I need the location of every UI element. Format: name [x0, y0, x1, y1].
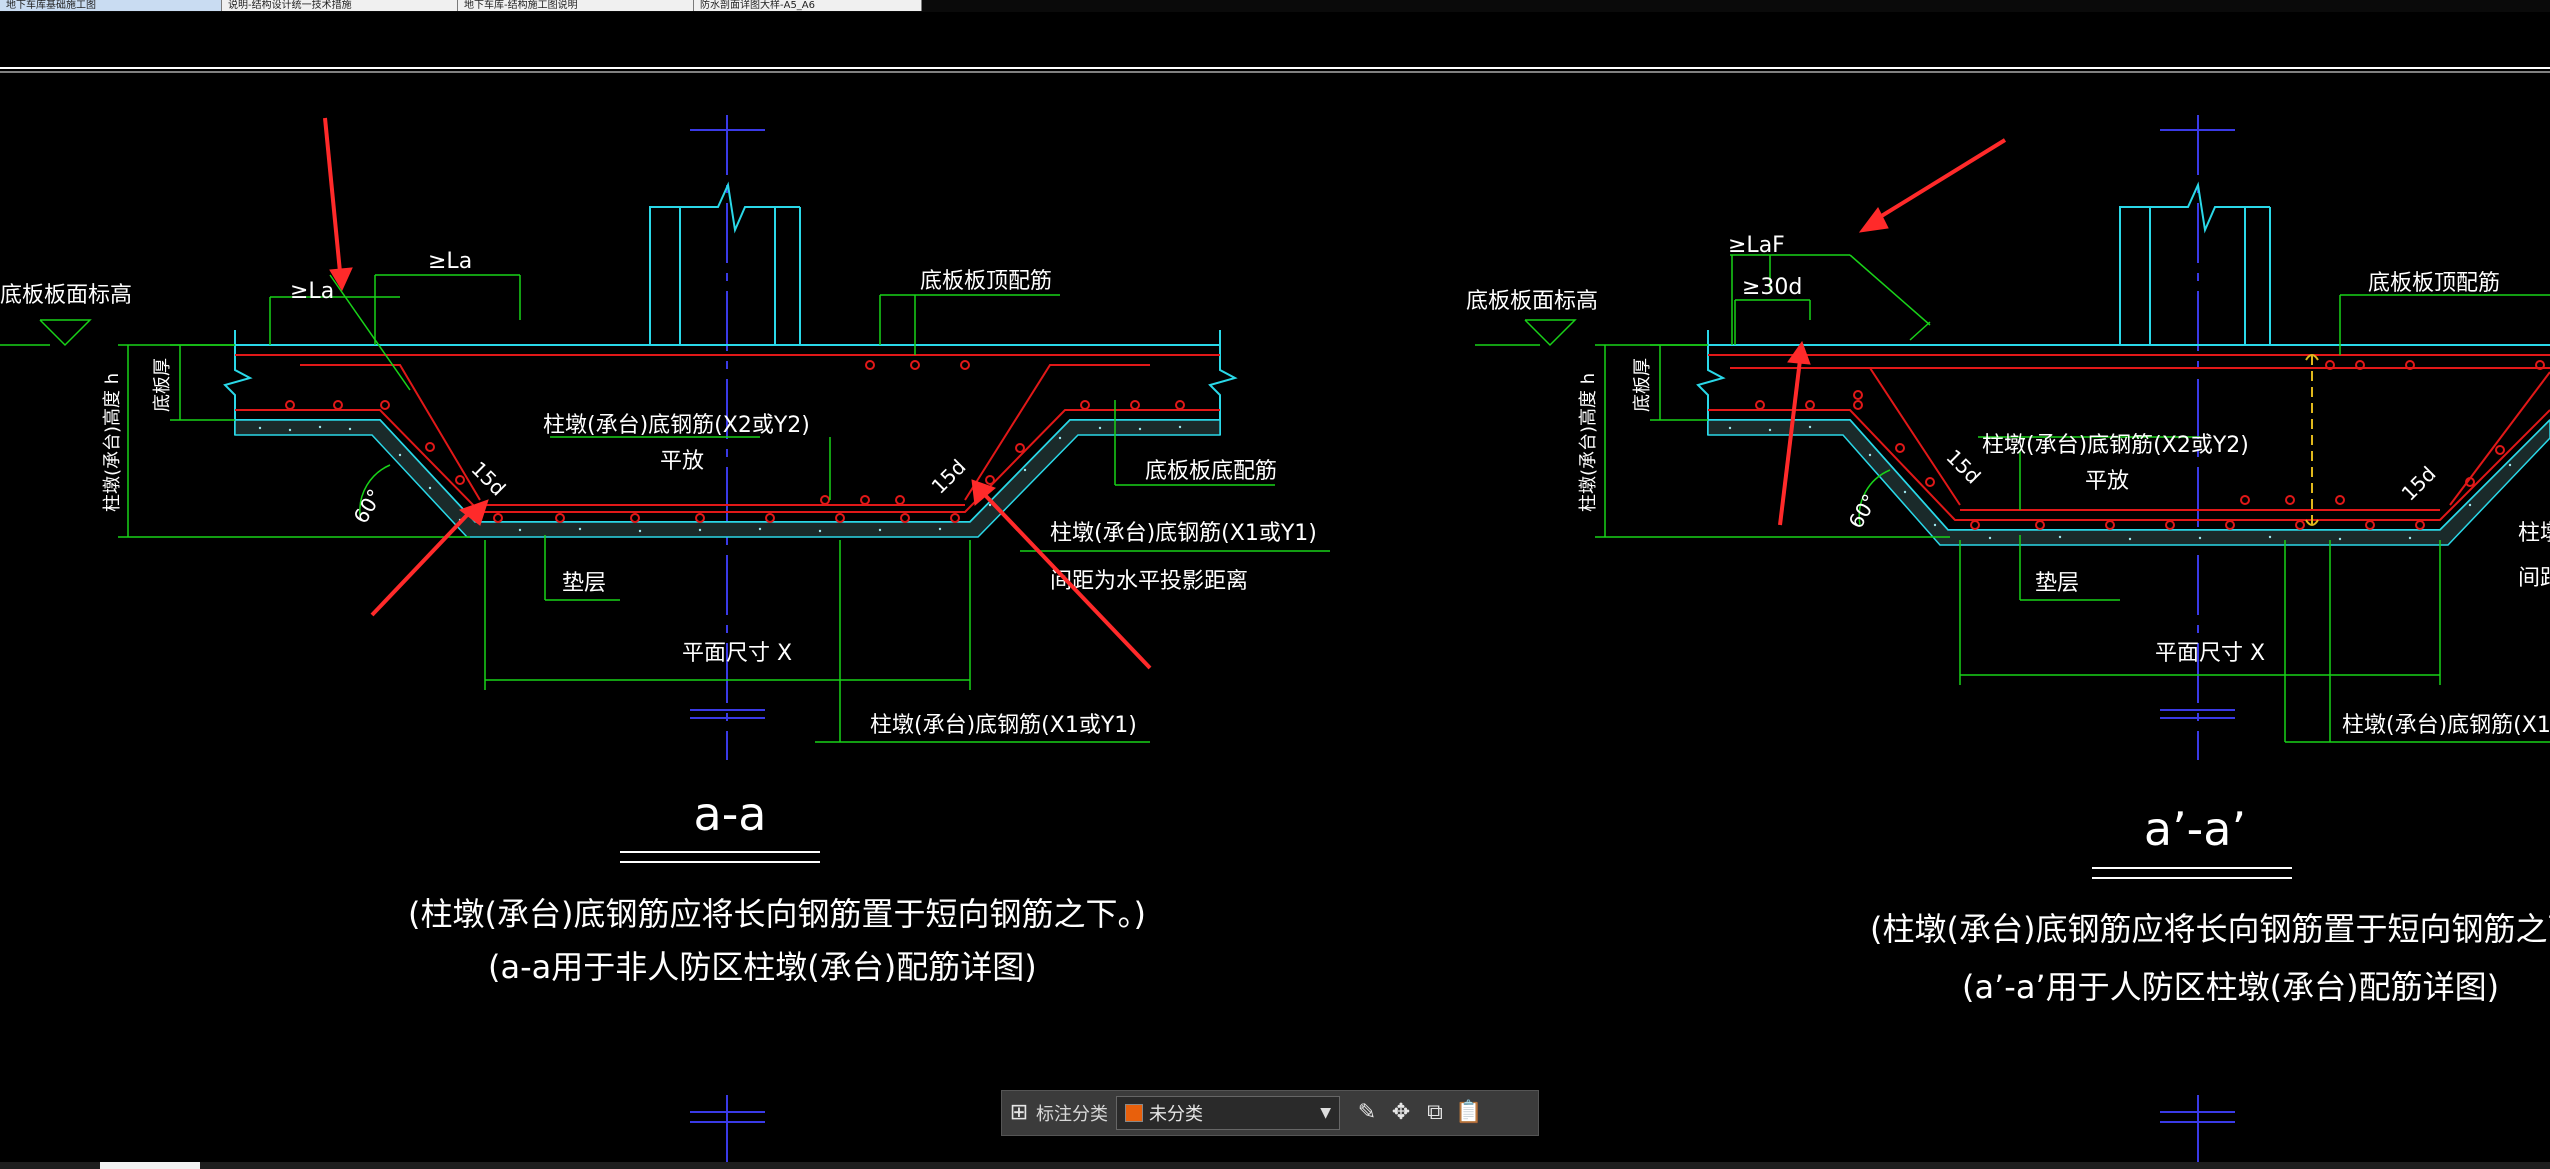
label-bottom-rebar-xy2: 柱墩(承台)底钢筋(X2或Y2) [543, 413, 810, 438]
note-line-2: (a’-a’用于人防区柱墩(承台)配筋详图) [1962, 968, 2499, 1006]
note-line-2: (a-a用于非人防区柱墩(承台)配筋详图) [488, 948, 1037, 986]
category-color-swatch [1125, 1104, 1143, 1122]
label-bottom-rebar-xy1-b: 柱墩(承台)底钢筋(X1或Y1) [2342, 713, 2550, 738]
pit-rebar [300, 364, 481, 501]
label-bottom-rebar-slab: 底板板底配筋 [1145, 459, 1277, 484]
section-title-a-prime: a’-a’ [2144, 802, 2246, 856]
label-spacing-note: 间距为水平投影距离 [1050, 569, 1248, 594]
chevron-down-icon: ▼ [1320, 1105, 1331, 1121]
pit-rebar [964, 364, 1150, 501]
cushion-hatch [1728, 425, 2512, 541]
dimension-lines [0, 274, 1330, 743]
category-value: 未分类 [1149, 1104, 1203, 1125]
cad-drawing-canvas[interactable]: 底板板面标高 ≥La ≥La 底板板顶配筋 柱墩(承台)底钢筋(X2或Y2) 平… [0, 12, 2550, 1162]
bottom-rebar [1708, 409, 2550, 521]
document-tab-bar: 地下车库基础施工图 说明-结构设计统一技术措施 地下车库-结构施工图说明 防水剖… [0, 0, 2550, 12]
cushion-layer [1707, 418, 2550, 546]
hook-rebar [2305, 354, 2319, 526]
document-tab-1[interactable]: 地下车库基础施工图 [0, 0, 222, 11]
label-top-rebar: 底板板顶配筋 [2368, 271, 2500, 296]
layout-tab-strip [0, 1162, 2550, 1169]
note-line-1: (柱墩(承台)底钢筋应将长向钢筋置于短向钢筋之下。) [408, 895, 1146, 933]
category-label: 标注分类 [1036, 1104, 1108, 1125]
layout-tab[interactable] [100, 1162, 200, 1169]
dimension-lines [1475, 254, 2550, 743]
label-la-2: ≥La [428, 249, 472, 274]
label-30d: ≥30d [1742, 275, 1802, 300]
label-flat: 平放 [2085, 469, 2129, 494]
grid-icon[interactable]: ⊞ [1009, 1100, 1029, 1125]
label-elevation: 底板板面标高 [0, 283, 132, 308]
label-15d-left: 15d [1941, 445, 1985, 489]
label-angle: 60° [349, 485, 388, 528]
label-dim-x: 平面尺寸 X [2155, 641, 2265, 666]
column-outline [2119, 181, 2270, 345]
label-spacing-partial: 间距 [2518, 566, 2550, 591]
label-bottom-rebar-partial: 柱墩 [2518, 521, 2550, 546]
rebar-dots [1755, 360, 2545, 530]
copy-icon[interactable]: ⧉ [1427, 1100, 1443, 1125]
label-bottom-rebar-xy2: 柱墩(承台)底钢筋(X2或Y2) [1982, 433, 2249, 458]
document-tab-4[interactable]: 防水剖面详图大样-A5_A6 [694, 0, 922, 11]
label-bottom-rebar-xy1: 柱墩(承台)底钢筋(X1或Y1) [1050, 521, 1317, 546]
paste-icon[interactable]: 📋 [1455, 1100, 1483, 1125]
section-a-prime: 底板板面标高 ≥LaF ≥30d 底板板顶配筋 柱墩(承台)底钢筋(X2或Y2)… [1466, 115, 2550, 1162]
label-15d-right: 15d [2397, 462, 2441, 506]
break-line [223, 330, 253, 435]
label-la-1: ≥La [290, 279, 334, 304]
label-laf: ≥LaF [1728, 233, 1785, 258]
move-icon[interactable]: ✥ [1391, 1100, 1411, 1125]
document-tab-2[interactable]: 说明-结构设计统一技术措施 [222, 0, 458, 11]
label-angle: 60° [1844, 490, 1883, 533]
column-outline [649, 181, 800, 345]
label-elevation: 底板板面标高 [1466, 289, 1598, 314]
label-bottom-rebar-xy1-b: 柱墩(承台)底钢筋(X1或Y1) [870, 713, 1137, 738]
label-top-rebar: 底板板顶配筋 [920, 269, 1052, 294]
section-a-a: 底板板面标高 ≥La ≥La 底板板顶配筋 柱墩(承台)底钢筋(X2或Y2) 平… [0, 115, 1330, 1162]
label-15d-right: 15d [927, 455, 971, 499]
rebar-dots [285, 360, 1185, 523]
label-15d-left: 15d [466, 457, 510, 501]
pit-rebar [1780, 367, 1961, 506]
label-cushion: 垫层 [2035, 571, 2079, 596]
label-height: 柱墩(承台)高度 h [1578, 373, 1599, 512]
label-thickness: 底板厚 [152, 358, 173, 412]
label-thickness: 底板厚 [1632, 358, 1653, 412]
label-cushion: 垫层 [562, 571, 606, 596]
document-tab-3[interactable]: 地下车库-结构施工图说明 [458, 0, 694, 11]
edit-icon[interactable]: ✎ [1357, 1100, 1377, 1125]
annotation-category-toolbar: ⊞ 标注分类 未分类 ▼ ✎ ✥ ⧉ 📋 [1001, 1090, 1539, 1136]
label-flat: 平放 [660, 449, 704, 474]
cushion-layer [234, 419, 1221, 538]
annotation-arrows [323, 117, 2007, 670]
break-line [1696, 330, 1726, 435]
bottom-rebar [235, 409, 1220, 513]
note-line-1: (柱墩(承台)底钢筋应将长向钢筋置于短向钢筋之下。) [1870, 910, 2550, 948]
break-line [1208, 330, 1238, 435]
category-dropdown[interactable]: 未分类 ▼ [1116, 1096, 1340, 1130]
label-dim-x: 平面尺寸 X [682, 641, 792, 666]
label-height: 柱墩(承台)高度 h [102, 373, 123, 512]
section-title-a-a: a-a [694, 787, 767, 841]
